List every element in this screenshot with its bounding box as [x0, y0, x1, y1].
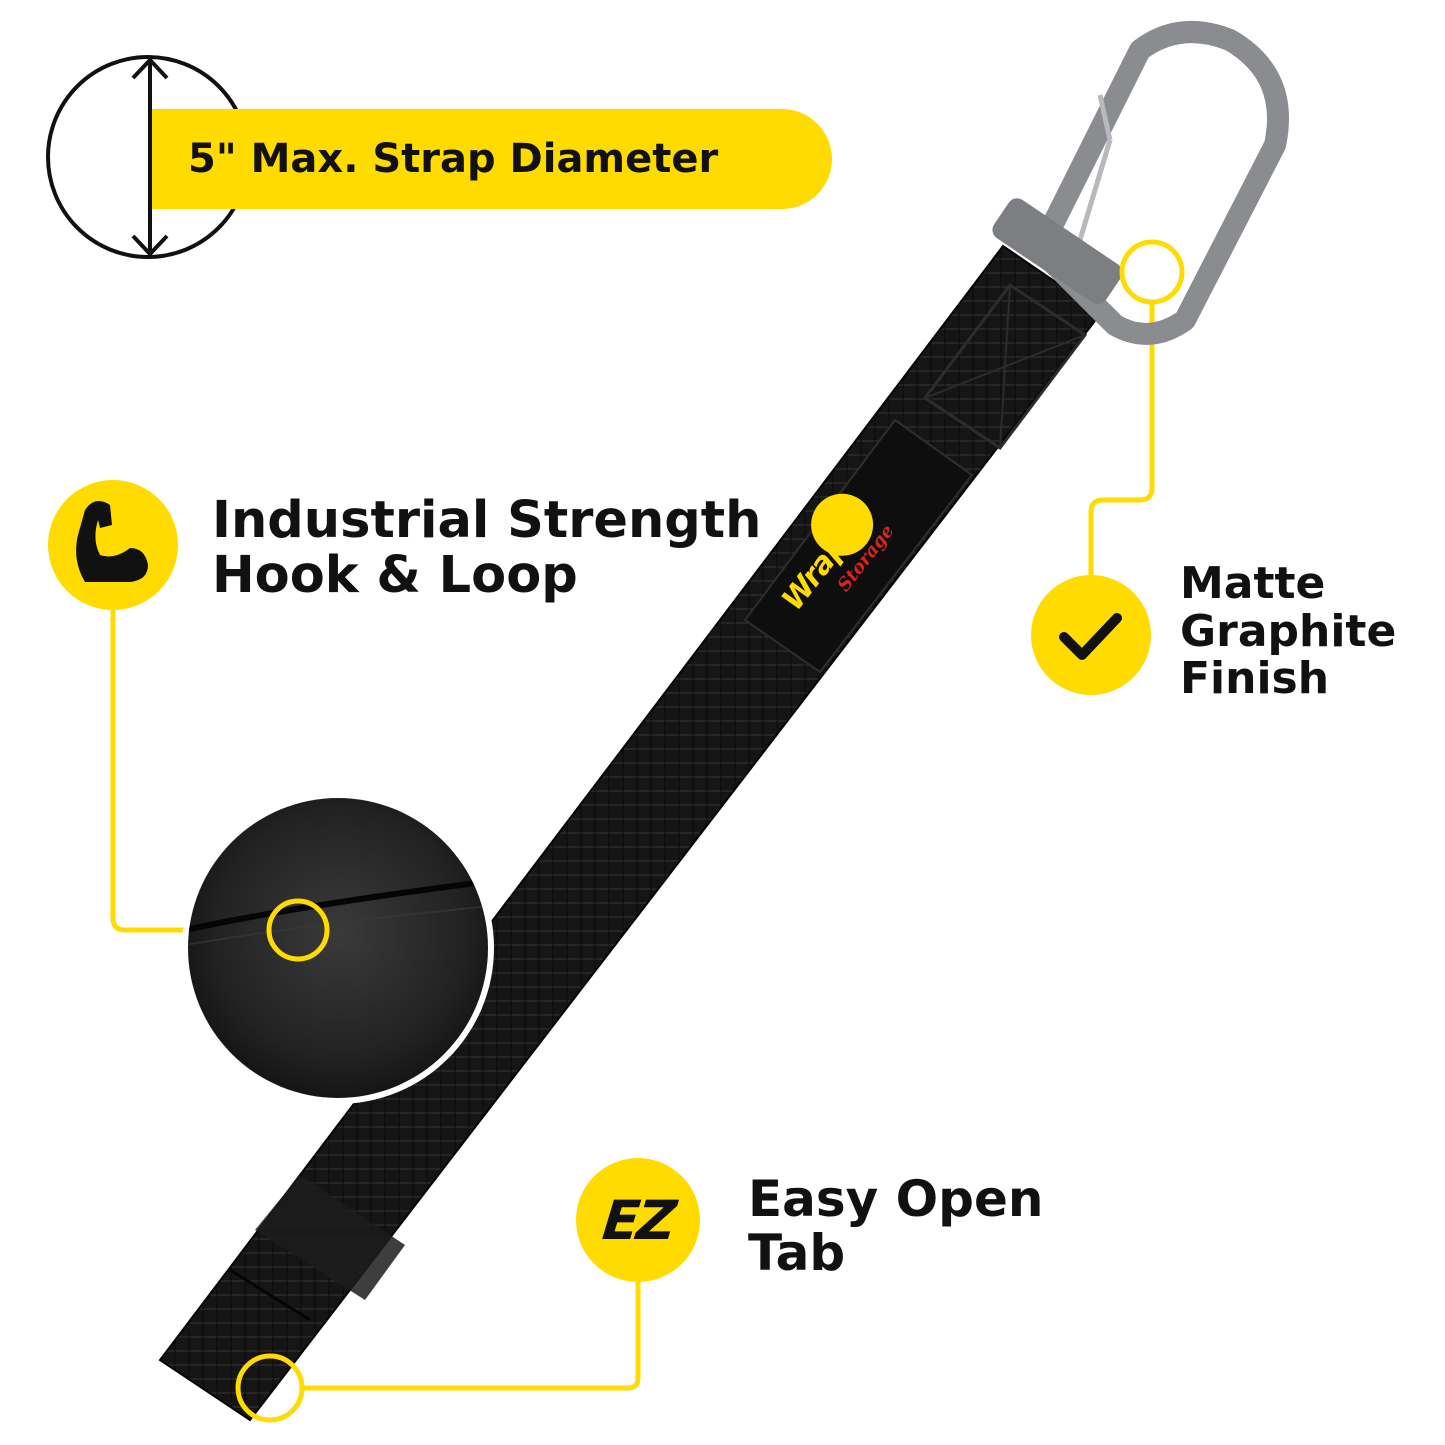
- finish-label-line-3: Finish: [1180, 653, 1330, 705]
- finish-badge: [1031, 575, 1151, 695]
- tab-callout-ring: [235, 1353, 305, 1423]
- strength-connector-line: [110, 597, 273, 933]
- tab-label-line-1: Easy Open: [748, 1170, 1044, 1228]
- ez-icon: EZ: [576, 1158, 700, 1282]
- tab-badge: [576, 1158, 700, 1282]
- flexed-bicep-icon: [76, 501, 148, 582]
- finish-label-line-2: Graphite: [1180, 605, 1397, 657]
- strength-label-line-1: Industrial Strength: [212, 491, 762, 550]
- carabiner-hook-icon: [992, 21, 1289, 345]
- tab-label: Easy Open Tab: [748, 1172, 1043, 1280]
- strength-badge: [48, 480, 178, 610]
- tab-label-line-2: Tab: [748, 1224, 846, 1282]
- finish-callout-ring: [1119, 239, 1185, 305]
- finish-connector-line: [1088, 299, 1155, 581]
- strength-callout-ring: [266, 898, 330, 962]
- diameter-label: 5" Max. Strap Diameter: [188, 136, 719, 182]
- strength-label-line-2: Hook & Loop: [212, 546, 578, 606]
- hook-loop-zoom: [182, 792, 494, 1104]
- connector-lines: [110, 299, 1155, 1391]
- check-mark-icon: [1059, 613, 1122, 660]
- strength-label: Industrial Strength Hook & Loop: [212, 493, 761, 603]
- finish-label: Matte Graphite Finish: [1180, 560, 1396, 703]
- ez-icon-text: EZ: [599, 1188, 677, 1252]
- tab-connector-line: [302, 1277, 641, 1391]
- diameter-label-pill: 5" Max. Strap Diameter: [150, 109, 832, 209]
- finish-label-line-1: Matte: [1180, 558, 1326, 609]
